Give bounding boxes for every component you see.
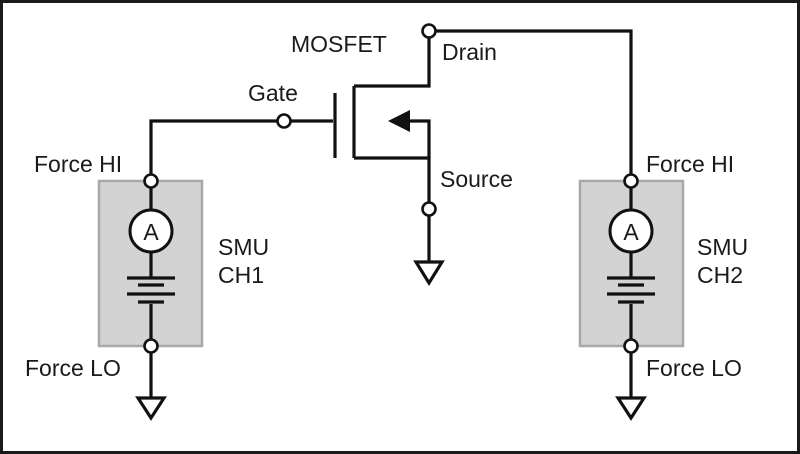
battery-icon — [607, 276, 655, 304]
source-label: Source — [440, 166, 513, 192]
terminal-icon — [623, 338, 639, 354]
terminal-icon — [143, 338, 159, 354]
smu-ch1-name-line1: SMU — [218, 234, 269, 260]
smu-ch2-force-lo-label: Force LO — [646, 355, 742, 381]
smu-ch1-force-hi-label: Force HI — [34, 151, 122, 177]
terminal-icon — [143, 173, 159, 189]
battery-icon — [127, 276, 175, 304]
mosfet-symbol-icon — [290, 37, 431, 203]
ammeter-icon: A — [608, 208, 654, 254]
smu-ch2: A Force HI Force LO SMU CH2 — [578, 151, 748, 421]
smu-ch2-name-line1: SMU — [697, 234, 748, 260]
ammeter-symbol: A — [623, 219, 639, 245]
smu-ch2-force-hi-label: Force HI — [646, 151, 734, 177]
smu-ch2-name-line2: CH2 — [697, 262, 743, 288]
ground-icon — [615, 396, 647, 421]
terminal-icon — [623, 173, 639, 189]
drain-wire — [435, 29, 633, 175]
ground-icon — [135, 396, 167, 421]
ground-icon — [413, 260, 445, 287]
gate-label: Gate — [248, 80, 298, 106]
terminal-icon — [276, 113, 292, 129]
gate-wire — [149, 119, 278, 123]
terminal-icon — [421, 201, 437, 217]
mosfet-arrow-icon — [388, 110, 410, 132]
terminal-icon — [421, 23, 437, 39]
ammeter-symbol: A — [143, 219, 159, 245]
smu-ch1-name-line2: CH1 — [218, 262, 264, 288]
drain-label: Drain — [442, 39, 497, 65]
mosfet-title: MOSFET — [291, 31, 387, 57]
smu-ch1-force-lo-label: Force LO — [25, 355, 121, 381]
smu-ch1: A Force HI Force LO SMU CH1 — [25, 122, 269, 421]
ammeter-icon: A — [128, 208, 174, 254]
